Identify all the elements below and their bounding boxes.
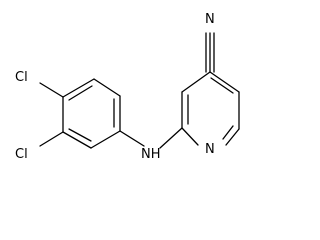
structure-diagram: N N NH Cl Cl — [15, 12, 240, 162]
amine-linker: NH — [119, 127, 183, 162]
pyridine-ring: N — [181, 71, 240, 157]
nitrile-group: N — [205, 12, 215, 73]
atom-amine-nh: NH — [141, 147, 161, 162]
atom-ring-n: N — [205, 142, 215, 157]
dichlorophenyl-ring — [62, 78, 121, 149]
chlorine-substituents: Cl Cl — [15, 70, 64, 162]
atom-cl-bottom: Cl — [15, 147, 28, 162]
atom-cl-top: Cl — [15, 70, 28, 85]
atom-nitrile-n: N — [205, 12, 215, 27]
